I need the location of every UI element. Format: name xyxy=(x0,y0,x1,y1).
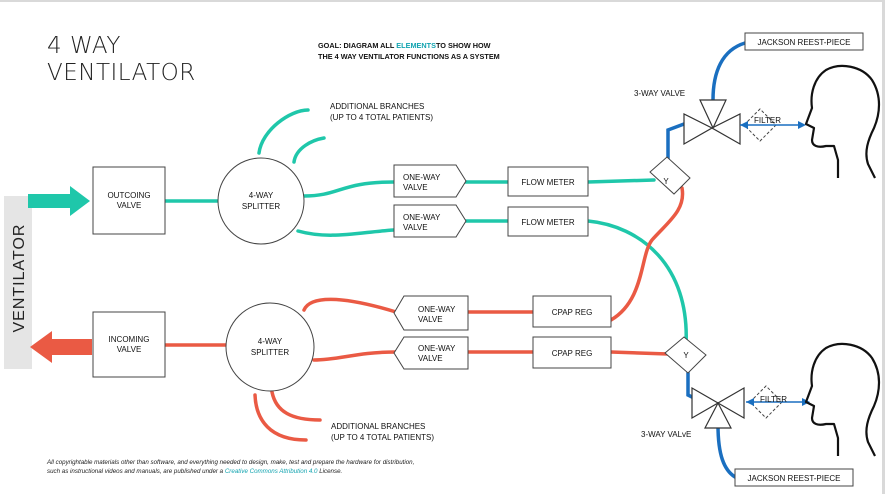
ventilator-bar xyxy=(4,196,32,369)
splitter-bottom xyxy=(225,302,315,392)
filter-bottom-label: FILTER xyxy=(760,395,787,404)
tube-valve-jackson-bottom xyxy=(716,423,737,479)
tube-y1-valve xyxy=(666,122,686,167)
footer-license: All copyrightable materials other than s… xyxy=(47,458,607,476)
splitter-bottom-label-2: SPLITTER xyxy=(251,348,289,357)
line-cpap2-y2 xyxy=(609,350,670,356)
outcoming-valve-box xyxy=(92,166,166,235)
three-way-valve-top xyxy=(683,99,741,146)
flow-meter-2 xyxy=(507,206,589,237)
title-line-2: VENTILATOR xyxy=(47,60,196,86)
jackson-reest-top-label: JACKSON REEST-PIECE xyxy=(758,38,851,47)
branch-bottom-1 xyxy=(270,390,322,422)
filter-top xyxy=(740,108,806,142)
title-line-1: 4 WAY xyxy=(47,33,121,59)
y-connector-2 xyxy=(664,336,707,374)
flow-meter-1-label: FLOW METER xyxy=(521,178,575,187)
outcoming-valve-label-1: OUTCOING xyxy=(107,191,150,200)
license-link[interactable]: Creative Commons Attribution 4.0 xyxy=(224,468,318,475)
jackson-reest-top xyxy=(744,32,864,51)
cpap-reg-2 xyxy=(532,336,612,369)
one-way-valve-3 xyxy=(393,295,469,331)
additional-branches-bottom-2: (UP TO 4 TOTAL PATIENTS) xyxy=(331,433,434,442)
one-way-valve-3-label-1: ONE-WAY xyxy=(418,305,456,314)
flow-meter-1 xyxy=(507,166,589,197)
branch-top-1 xyxy=(257,108,310,155)
incoming-valve-box xyxy=(92,311,166,378)
one-way-valve-4-label-1: ONE-WAY xyxy=(418,344,456,353)
line-cpap1-y1 xyxy=(609,186,685,322)
branch-top-2 xyxy=(292,136,326,164)
splitter-top-label-1: 4-WAY xyxy=(249,191,274,200)
footer-line-2-suffix: License. xyxy=(319,468,343,475)
jackson-reest-bottom-label: JACKSON REEST-PIECE xyxy=(748,474,841,483)
additional-branches-top-2: (UP TO 4 TOTAL PATIENTS) xyxy=(330,113,433,122)
goal-prefix: GOAL: DIAGRAM ALL xyxy=(318,41,395,50)
additional-branches-bottom-1: ADDITIONAL BRANCHES xyxy=(331,422,425,431)
y-connector-2-label: Y xyxy=(683,351,689,360)
incoming-arrow xyxy=(30,331,92,363)
one-way-valve-1-label-1: ONE-WAY xyxy=(403,173,441,182)
outgoing-arrow xyxy=(28,186,90,216)
incoming-valve-label-1: INCOMING xyxy=(109,335,150,344)
frame-top xyxy=(0,0,885,2)
line-meter1-y xyxy=(586,178,656,184)
patient-head-bottom-icon xyxy=(804,342,881,457)
line-meter2-y2 xyxy=(586,219,688,347)
goal-text: GOAL: DIAGRAM ALL ELEMENTSTO SHOW HOW TH… xyxy=(318,40,500,62)
y-connector-1 xyxy=(649,156,691,195)
footer-line-2-prefix: such as instructional videos and manuals… xyxy=(47,468,224,475)
incoming-valve-label-2: VALVE xyxy=(117,345,142,354)
filter-top-label: FILTER xyxy=(754,116,781,125)
goal-line-2: THE 4 WAY VENTILATOR FUNCTIONS AS A SYST… xyxy=(318,52,500,61)
line-splitter-valve1 xyxy=(302,180,396,198)
one-way-valve-4 xyxy=(393,336,469,370)
flow-meter-2-label: FLOW METER xyxy=(521,218,575,227)
one-way-valve-4-label-2: VALVE xyxy=(418,354,443,363)
tube-valve-jackson-top xyxy=(711,41,747,102)
splitter-bottom-label-1: 4-WAY xyxy=(258,337,283,346)
three-way-valve-bottom xyxy=(691,386,745,429)
branch-bottom-2 xyxy=(253,393,308,442)
goal-suffix: TO SHOW HOW xyxy=(435,41,491,50)
one-way-valve-2 xyxy=(393,204,467,238)
page-title: 4 WAY VENTILATOR xyxy=(47,33,196,87)
three-way-valve-bottom-label: 3-WAY VALvE xyxy=(641,430,691,439)
cpap-reg-2-label: CPAP REG xyxy=(552,349,593,358)
outcoming-valve-label-2: VALVE xyxy=(117,201,142,210)
jackson-reest-bottom xyxy=(734,468,854,487)
splitter-top-label-2: SPLITTER xyxy=(242,202,280,211)
one-way-valve-1-label-2: VALVE xyxy=(403,183,428,192)
line-splitter-valve2 xyxy=(296,228,396,237)
cpap-reg-1 xyxy=(532,295,612,328)
goal-highlight: ELEMENTS xyxy=(396,41,436,50)
splitter-top xyxy=(217,157,305,245)
one-way-valve-2-label-1: ONE-WAY xyxy=(403,213,441,222)
cpap-reg-1-label: CPAP REG xyxy=(552,308,593,317)
footer-line-1: All copyrightable materials other than s… xyxy=(47,459,415,466)
line-valve4-splitter xyxy=(312,350,398,362)
one-way-valve-2-label-2: VALVE xyxy=(403,223,428,232)
y-connector-1-label: Y xyxy=(663,177,669,186)
frame-right xyxy=(882,0,885,494)
line-valve3-splitter xyxy=(302,297,398,314)
three-way-valve-top-label: 3-WAY VALVE xyxy=(634,89,685,98)
patient-head-top-icon xyxy=(804,64,881,179)
additional-branches-top-1: ADDITIONAL BRANCHES xyxy=(330,102,424,111)
filter-bottom xyxy=(746,385,810,419)
one-way-valve-1 xyxy=(393,164,467,198)
one-way-valve-3-label-2: VALVE xyxy=(418,315,443,324)
